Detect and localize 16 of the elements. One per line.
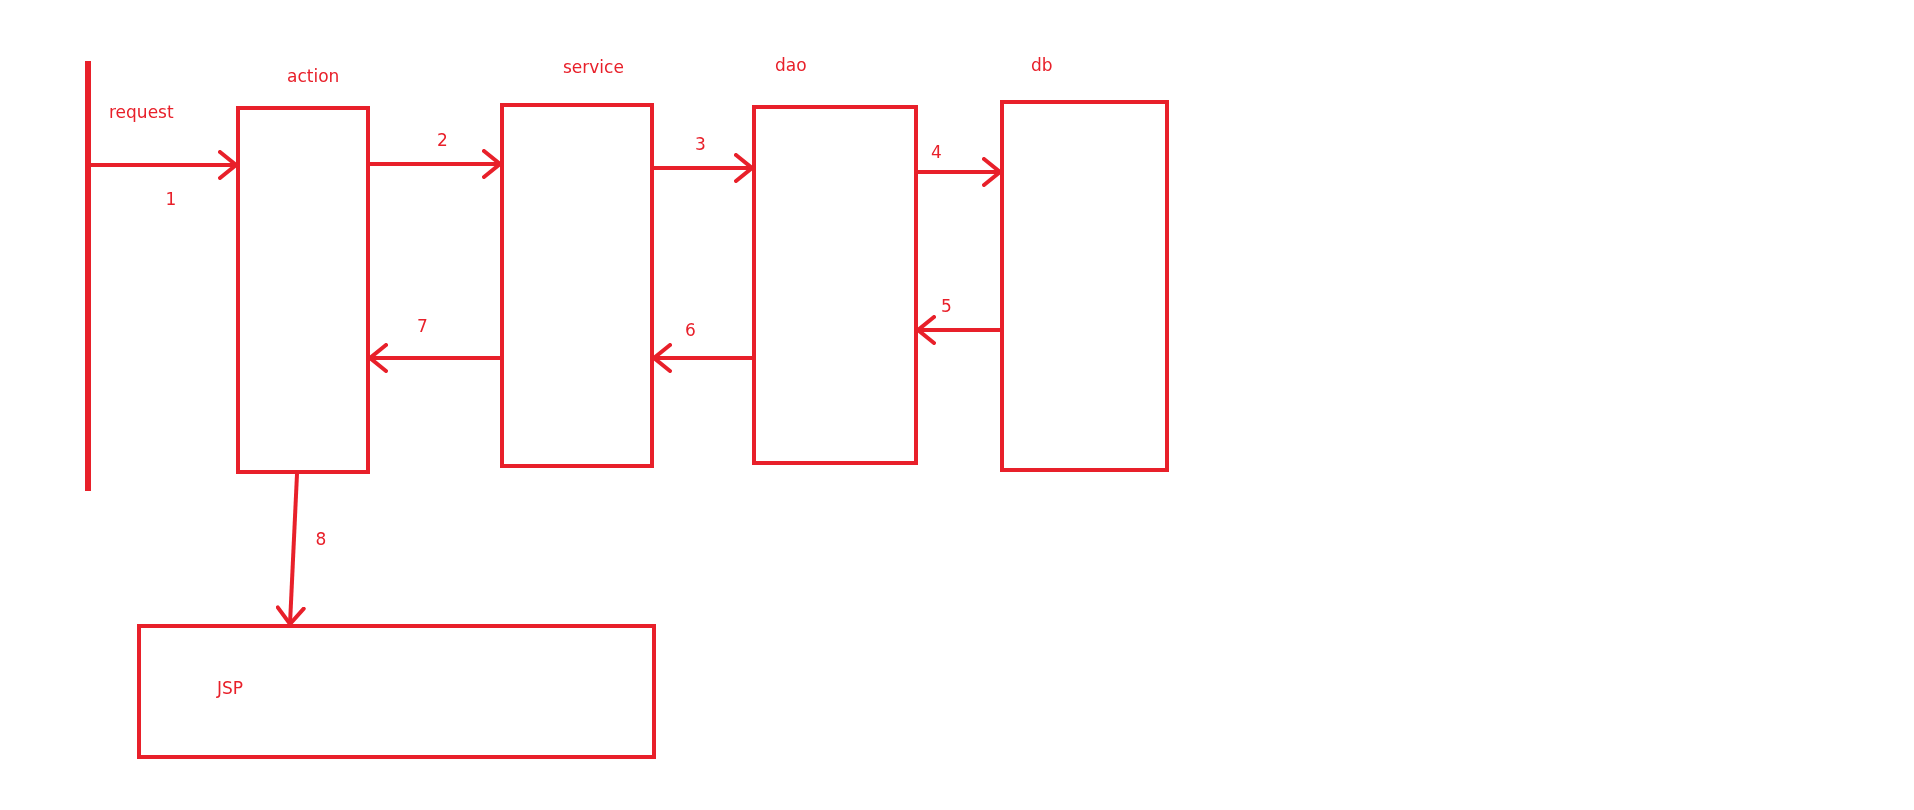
component-box <box>137 624 656 759</box>
arrow <box>916 315 1000 345</box>
text-label: request <box>107 102 176 122</box>
arrow <box>370 149 502 179</box>
box-label: JSP <box>217 678 244 698</box>
arrow <box>654 153 754 183</box>
arrow <box>275 473 306 626</box>
box-heading: dao <box>775 55 807 75</box>
arrow <box>652 343 752 373</box>
arrow <box>918 157 1002 187</box>
box-heading: db <box>1031 55 1053 75</box>
arrow <box>368 343 500 373</box>
box-heading: action <box>287 66 340 86</box>
vertical-bar <box>85 61 91 491</box>
box-heading: service <box>563 57 624 77</box>
arrow <box>91 150 238 180</box>
